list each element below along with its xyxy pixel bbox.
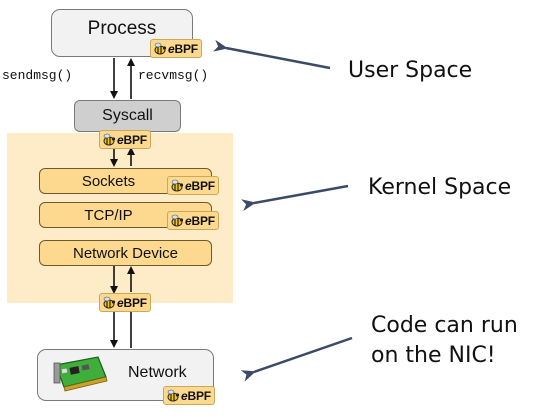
tcpip-label: TCP/IP — [84, 206, 133, 224]
network-device-box: Network Device — [39, 240, 212, 266]
ebpf-badge-text: eBPF — [181, 388, 211, 403]
network-label: Network — [128, 364, 187, 381]
bee-icon — [103, 133, 116, 145]
bee-icon — [154, 42, 167, 54]
bee-icon — [171, 214, 184, 226]
ebpf-badge-process: eBPF — [150, 39, 202, 58]
user-space-annotation: User Space — [348, 58, 473, 83]
ebpf-badge-tcpip: eBPF — [167, 211, 219, 230]
kernel-space-annotation: Kernel Space — [368, 175, 512, 200]
ebpf-badge-text: eBPF — [117, 132, 147, 147]
ebpf-badge-network: eBPF — [163, 386, 215, 405]
nic-pointer — [240, 336, 353, 382]
network-card-icon — [53, 356, 108, 392]
ebpf-badge-text: eBPF — [185, 213, 215, 228]
process-label: Process — [87, 18, 157, 39]
bee-icon — [171, 179, 184, 191]
sendmsg-label: sendmsg() — [2, 68, 73, 83]
ebpf-badge-netdev: eBPF — [99, 293, 151, 312]
ebpf-badge-text: eBPF — [168, 41, 198, 56]
syscall-label: Syscall — [102, 107, 153, 124]
user-space-pointer — [213, 39, 331, 70]
nic-annotation-line2: on the NIC! — [371, 343, 496, 368]
network-device-label: Network Device — [72, 244, 179, 262]
ebpf-badge-text: eBPF — [117, 295, 147, 310]
kernel-space-pointer — [241, 184, 349, 212]
nic-annotation-line1: Code can run — [371, 313, 518, 338]
bee-icon — [103, 296, 116, 308]
ebpf-badge-text: eBPF — [185, 178, 215, 193]
ebpf-badge-syscall: eBPF — [99, 130, 151, 149]
bee-icon — [167, 389, 180, 401]
ebpf-badge-sockets: eBPF — [167, 176, 219, 195]
recvmsg-label: recvmsg() — [138, 68, 209, 83]
sockets-label: Sockets — [81, 172, 136, 190]
